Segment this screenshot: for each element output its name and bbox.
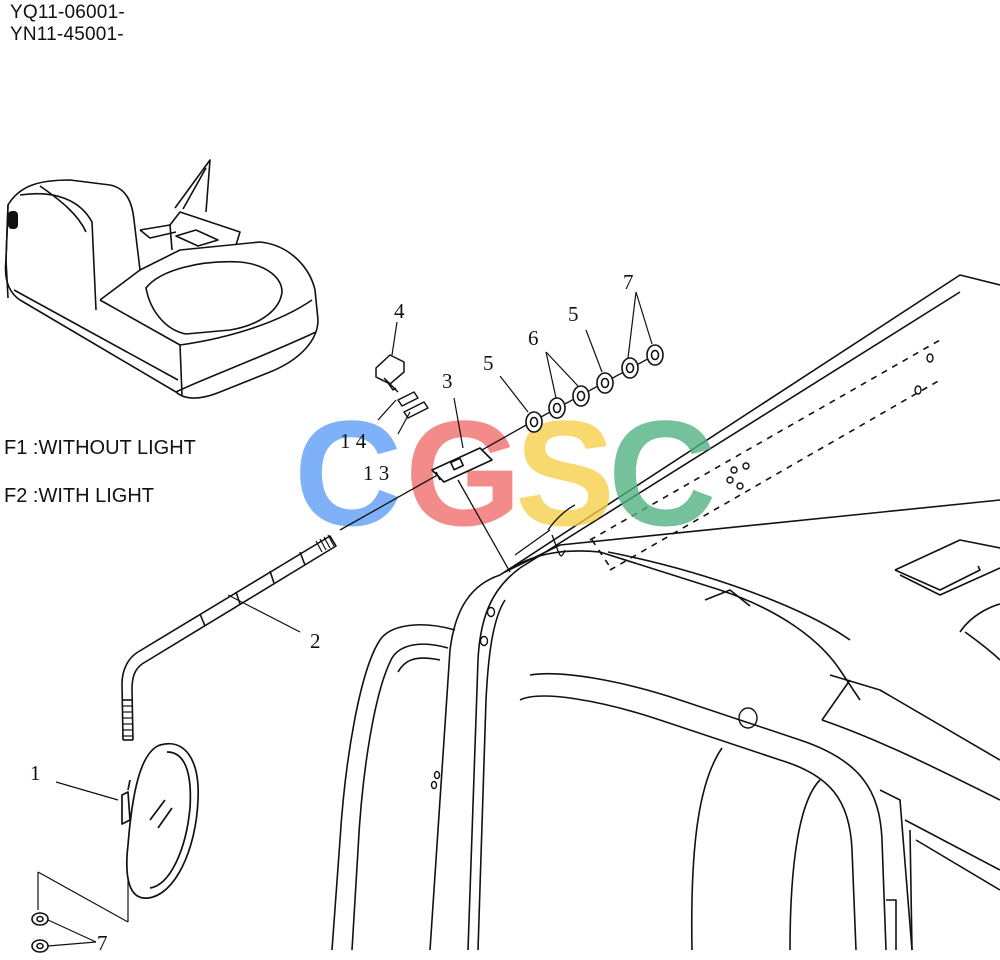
callout-4: 4 <box>394 299 405 323</box>
legend-f2: F2 :WITH LIGHT <box>4 485 154 507</box>
callout-1: 1 <box>30 761 41 785</box>
cab-holes <box>430 353 934 790</box>
watermark-letter-4: C <box>608 389 716 557</box>
mirror <box>121 742 199 899</box>
bracket-plate <box>431 447 493 483</box>
callout-7-upper: 7 <box>623 270 634 294</box>
callout-3: 3 <box>442 369 453 393</box>
stay-threads <box>122 534 335 737</box>
legend-f1: F1 :WITHOUT LIGHT <box>4 437 196 459</box>
mirror-stay <box>121 535 337 741</box>
callout-5-lower: 5 <box>483 351 494 375</box>
washers-and-nuts <box>31 344 664 953</box>
cab-frame <box>331 274 1000 951</box>
callout-2: 2 <box>310 629 321 653</box>
callout-6: 6 <box>528 326 539 350</box>
callout-14: 1 4 <box>340 429 367 453</box>
leader-lines <box>37 291 653 947</box>
callout-5-upper: 5 <box>568 302 579 326</box>
callout-7-lower: 7 <box>97 931 108 955</box>
seat-thumbnail <box>4 159 319 399</box>
lamp-marker-icon <box>8 211 18 229</box>
callout-13: 1 3 <box>363 461 389 485</box>
watermark-letter-1: C <box>294 389 402 557</box>
bolt <box>375 354 405 393</box>
serial-range-1: YQ11-06001- <box>10 2 125 23</box>
spacer-pins <box>397 391 429 419</box>
serial-range-2: YN11-45001- <box>10 24 124 45</box>
callout-labels: 4 1 4 1 3 3 5 6 5 7 2 1 7 <box>30 270 634 955</box>
watermark: C G S C <box>294 389 716 557</box>
